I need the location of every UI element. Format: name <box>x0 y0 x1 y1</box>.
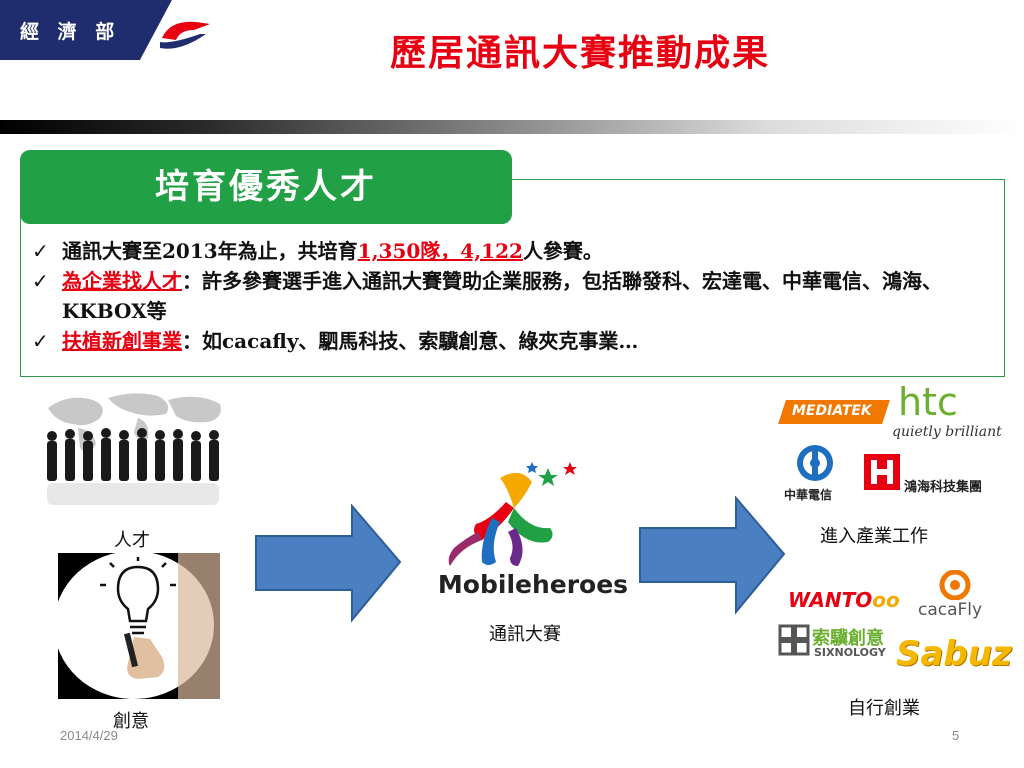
bullet-item: ✓ 扶植新創事業：如cacafly、駟馬科技、索驥創意、綠夾克事業… <box>32 326 992 356</box>
runner-icon <box>448 472 553 566</box>
bullet-list: ✓ 通訊大賽至2013年為止，共培育1,350隊，4,122人參賽。 ✓ 為企業… <box>32 236 992 356</box>
lightbulb-icon <box>100 557 176 635</box>
cacafly-wordmark: cacaFly <box>918 600 983 620</box>
industry-label: 進入產業工作 <box>820 526 928 547</box>
cht-wordmark: 中華電信 <box>784 488 833 502</box>
startup-label: 自行創業 <box>848 698 920 719</box>
arrow-right-icon <box>255 504 402 623</box>
moea-logo-icon <box>162 21 210 40</box>
bullet-text: 通訊大賽至2013年為止，共培育 <box>62 239 358 263</box>
mediatek-wordmark: MEDIATEK <box>792 403 872 419</box>
foxconn-logo-icon <box>864 454 900 490</box>
cacafly-logo-icon <box>939 570 971 600</box>
foxconn-wordmark: 鴻海科技集團 <box>904 480 983 495</box>
mobileheroes-logo: Mobileheroes <box>438 462 628 599</box>
header-divider <box>0 120 1024 134</box>
page-number: 5 <box>952 728 960 743</box>
checkmark-icon: ✓ <box>32 269 49 293</box>
checkmark-icon: ✓ <box>32 239 49 263</box>
bullet-highlight: 為企業找人才 <box>62 269 182 293</box>
people-silhouettes-icon <box>47 428 219 481</box>
talent-label: 人才 <box>114 530 150 551</box>
wantoto-wordmark: WANTO <box>788 588 873 612</box>
moea-badge-text: 經 濟 部 <box>20 21 121 43</box>
bullet-text: ：如cacafly、駟馬科技、索驥創意、綠夾克事業… <box>182 329 639 353</box>
bullet-highlight: 扶植新創事業 <box>62 329 182 353</box>
sabuz-logo: Sabuz <box>896 634 1012 674</box>
star-icon <box>526 462 577 486</box>
bullet-text: 人參賽。 <box>522 239 603 263</box>
idea-label: 創意 <box>113 711 149 732</box>
sixnology-cn-wordmark: 索驥創意 <box>812 628 884 649</box>
slide-title: 歷居通訊大賽推動成果 <box>389 32 770 74</box>
idea-image <box>58 553 220 699</box>
cht-logo-icon <box>797 445 833 481</box>
talent-image <box>47 393 221 505</box>
mobileheroes-wordmark: Mobileheroes <box>438 570 628 599</box>
htc-logo: htc <box>898 380 958 424</box>
bullet-item: ✓ 通訊大賽至2013年為止，共培育1,350隊，4,122人參賽。 <box>32 236 992 266</box>
footer-date: 2014/4/29 <box>60 728 118 743</box>
wantoto-logo: WANTOoo <box>788 588 900 612</box>
checkmark-icon: ✓ <box>32 329 49 353</box>
bullet-highlight: 1,350隊，4,122 <box>357 239 523 263</box>
section-heading: 培育優秀人才 <box>20 150 512 224</box>
contest-label: 通訊大賽 <box>489 624 561 645</box>
bullet-text: ：許多參賽選手進入通訊大賽贊助企業服務，包括聯發科、宏達電、中華電信、鴻海、KK… <box>62 269 942 323</box>
wantoto-oo-icon: oo <box>872 588 900 612</box>
bullet-item: ✓ 為企業找人才：許多參賽選手進入通訊大賽贊助企業服務，包括聯發科、宏達電、中華… <box>32 266 992 326</box>
htc-tagline: quietly brilliant <box>892 424 1002 440</box>
sixnology-logo-icon <box>778 624 810 656</box>
sixnology-en-wordmark: SIXNOLOGY <box>814 646 886 659</box>
moea-badge <box>0 0 218 60</box>
arrow-right-icon <box>639 496 786 615</box>
